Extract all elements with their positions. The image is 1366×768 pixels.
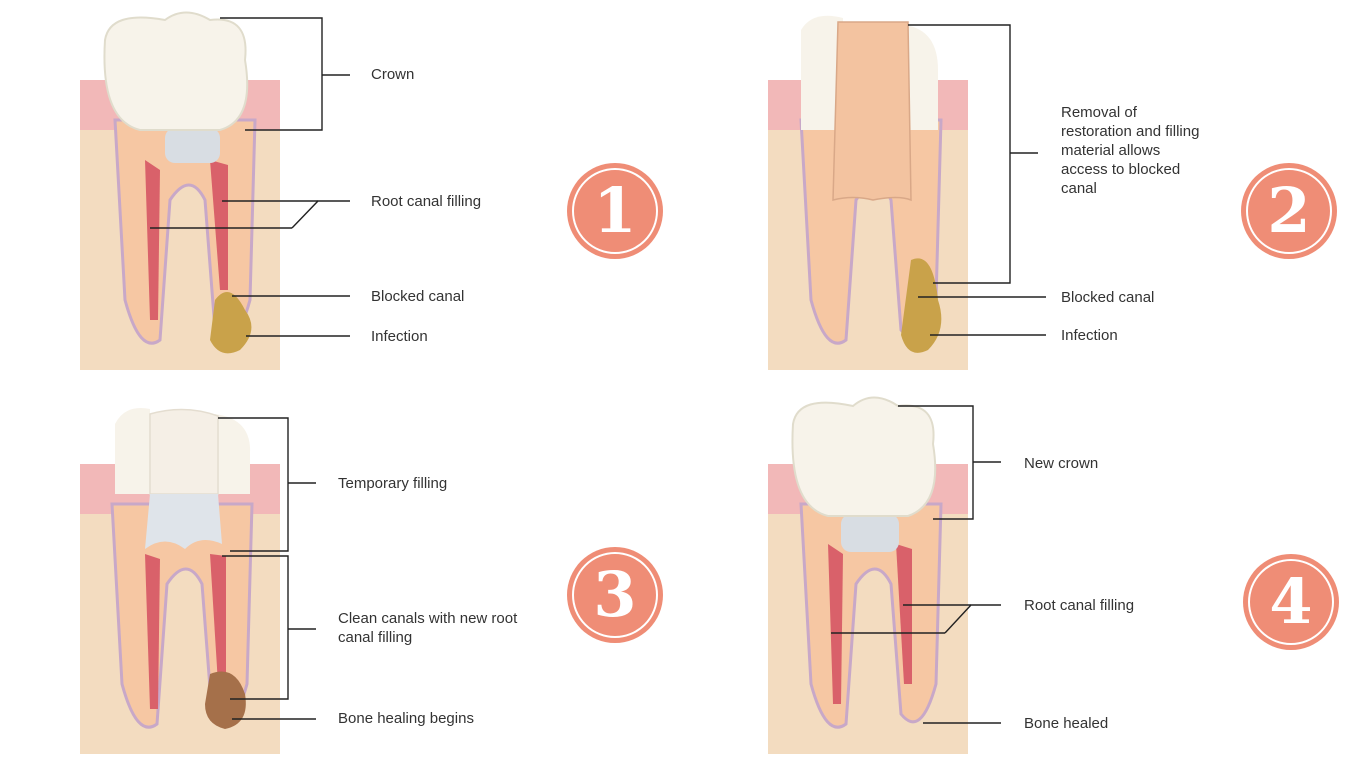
label-bone-healed: Bone healed [1024, 715, 1109, 732]
step-1-panel: Crown Root canal filling Blocked canal I… [0, 0, 683, 384]
step-3-panel: Temporary filling Clean canals with new … [0, 384, 683, 768]
label-root-canal-filling: Root canal filling [1024, 597, 1135, 614]
step-number: 1 [593, 174, 637, 247]
leader-line [291, 200, 350, 229]
infection-mark [901, 258, 942, 353]
label-temporary-filling: Temporary filling [338, 475, 448, 492]
label-blocked-canal: Blocked canal [1061, 289, 1155, 306]
step-2-panel: Removal of restoration and filling mater… [683, 0, 1366, 384]
leader-line [218, 417, 289, 552]
step-number: 2 [1267, 174, 1311, 247]
label-infection: Infection [1061, 327, 1118, 344]
step-number-badge: 1 [567, 163, 663, 259]
label-infection: Infection [371, 328, 428, 345]
label-crown: Crown [371, 66, 415, 83]
step-number: 4 [1269, 565, 1313, 638]
label-blocked-canal: Blocked canal [371, 288, 465, 305]
leader-line [908, 24, 1011, 284]
step-number-badge: 4 [1243, 554, 1339, 650]
tooth-illustration-step-4 [768, 396, 1001, 754]
tooth-illustration-step-2 [768, 15, 1046, 370]
leader-line [222, 555, 289, 700]
step-number: 3 [593, 558, 637, 631]
leader-line [944, 604, 1001, 634]
label-clean-canals: Clean canals with new root canal filling [338, 610, 518, 646]
tooth-illustration-step-3 [80, 408, 316, 754]
step-4-panel: New crown Root canal filling Bone healed… [683, 384, 1366, 768]
leader-line [220, 17, 323, 131]
label-bone-healing-begins: Bone healing begins [338, 710, 474, 727]
infection-mark [210, 292, 252, 354]
label-removal-of-restoration: Removal of restoration and filling mater… [1061, 104, 1200, 197]
healing-mark [205, 671, 246, 729]
tooth-illustration-step-1 [80, 11, 350, 370]
label-new-crown: New crown [1024, 455, 1099, 472]
step-number-badge: 2 [1241, 163, 1337, 259]
step-number-badge: 3 [567, 547, 663, 643]
label-root-canal-filling: Root canal filling [371, 193, 482, 210]
